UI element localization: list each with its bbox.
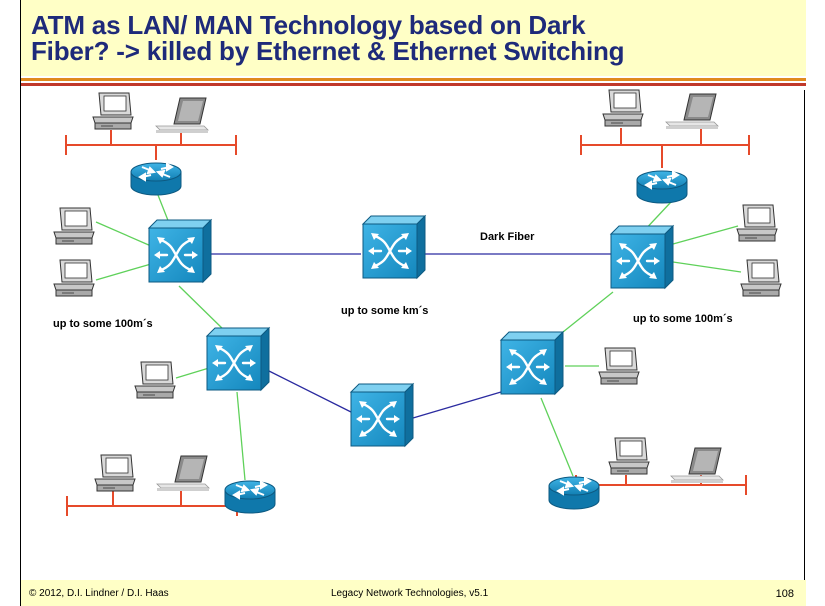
pc-left-upper — [53, 207, 95, 245]
ethernet-segment-bottom-left — [66, 490, 238, 516]
lan-links — [95, 189, 742, 481]
laptop-top-right — [665, 93, 719, 130]
footer-copyright: © 2012, D.I. Lindner / D.I. Haas — [29, 588, 169, 599]
title-line-2: Fiber? -> killed by Ethernet & Ethernet … — [31, 36, 625, 66]
label-dark-fiber: Dark Fiber — [480, 231, 535, 243]
laptop-top-left — [155, 97, 209, 134]
pc-left-lower — [53, 259, 95, 297]
ethernet-segment-top-right — [580, 128, 750, 168]
title-rule — [21, 76, 806, 90]
pc-top-right — [602, 89, 644, 127]
atm-switch-lower-right — [499, 330, 565, 396]
atm-switch-left — [147, 218, 213, 284]
router-top-right — [636, 170, 688, 204]
footer-course-title: Legacy Network Technologies, v5.1 — [331, 588, 489, 599]
atm-links — [209, 253, 611, 419]
router-bottom-right — [548, 476, 600, 510]
pc-bottom-left — [94, 454, 136, 492]
slide-title: ATM as LAN/ MAN Technology based on Dark… — [31, 10, 625, 66]
atm-switch-bottom-center — [349, 382, 415, 448]
laptop-bottom-right — [670, 447, 724, 484]
router-bottom-left — [224, 480, 276, 514]
ethernet-segments — [65, 128, 750, 516]
title-rule-red — [21, 83, 806, 86]
laptop-bottom-left — [156, 455, 210, 492]
pc-right-upper — [736, 204, 778, 242]
ethernet-segment-top-left — [65, 130, 237, 160]
pc-top-left — [92, 92, 134, 130]
router-top-left — [130, 162, 182, 196]
slide: ATM as LAN/ MAN Technology based on Dark… — [20, 0, 806, 606]
link-bottom-switch-to-lower-right-switch — [412, 391, 502, 419]
atm-switch-lower-left — [205, 326, 271, 392]
pc-lower-left — [134, 361, 176, 399]
pc-lower-right — [598, 347, 640, 385]
pc-bottom-right — [608, 437, 650, 475]
pc-right-lower — [740, 259, 782, 297]
label-left-range: up to some 100m´s — [53, 318, 153, 330]
title-line-1: ATM as LAN/ MAN Technology based on Dark — [31, 10, 586, 40]
atm-switch-right — [609, 224, 675, 290]
atm-switch-center — [361, 214, 427, 280]
footer-bar: © 2012, D.I. Lindner / D.I. Haas Legacy … — [21, 580, 806, 606]
title-bar: ATM as LAN/ MAN Technology based on Dark… — [21, 0, 806, 76]
label-center-range: up to some km´s — [341, 305, 428, 317]
link-lower-left-switch-to-bottom-switch — [266, 369, 352, 413]
network-diagram: Dark Fiber up to some 100m´s up to some … — [53, 89, 782, 516]
title-rule-orange — [21, 78, 806, 81]
label-right-range: up to some 100m´s — [633, 313, 733, 325]
page-number: 108 — [775, 588, 794, 600]
